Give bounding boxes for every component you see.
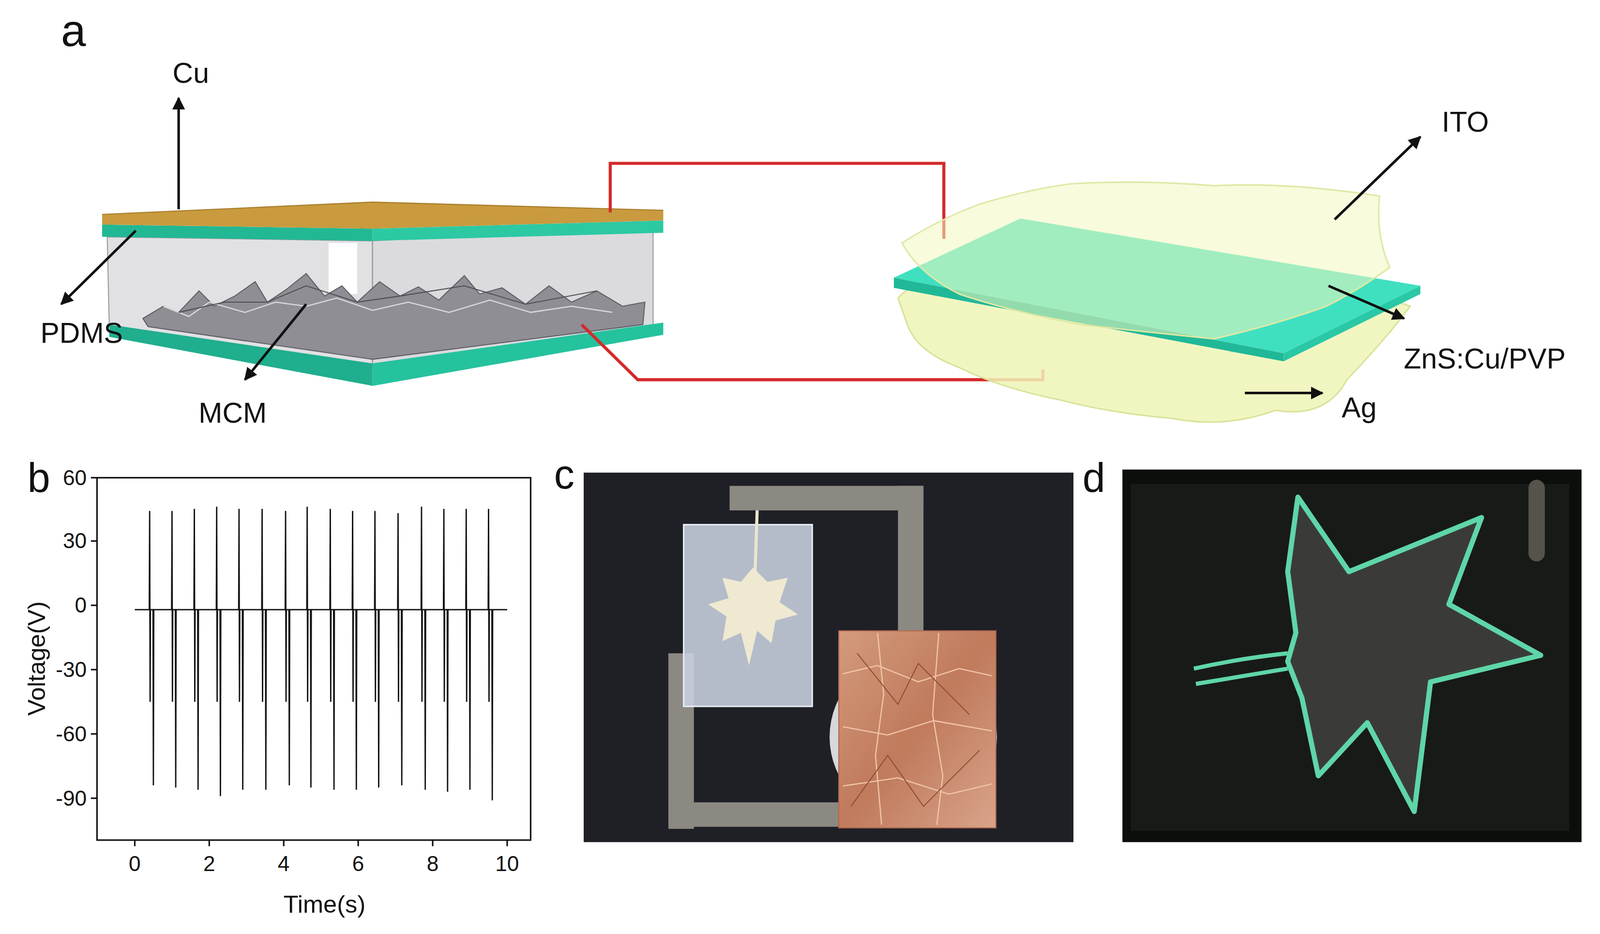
conductive-tape (729, 485, 924, 511)
tick (90, 732, 98, 735)
axis-title: Time(s) (283, 891, 366, 917)
crease (843, 720, 993, 735)
voltage-plot (90, 477, 531, 846)
tick-label: -30 (55, 658, 87, 680)
tick (283, 839, 285, 846)
tick (90, 540, 98, 542)
tick-label: 6 (352, 852, 365, 875)
leaf-stem (754, 510, 757, 572)
tick-label: 8 (426, 852, 439, 875)
el-device (893, 181, 1421, 423)
tick (506, 839, 508, 846)
voltage-trace (134, 506, 507, 801)
tick (357, 839, 360, 846)
photo-background (1122, 469, 1582, 842)
pdms-layer (372, 322, 664, 386)
leader-arrow (1328, 285, 1404, 318)
device-photo (583, 472, 1074, 842)
tick-label: -90 (55, 787, 87, 809)
panel-letter: c (554, 453, 575, 495)
tick (90, 476, 98, 479)
tick-label: 2 (203, 852, 216, 875)
foil-creases (843, 632, 993, 825)
tick-label: 0 (75, 594, 88, 616)
tick (134, 839, 136, 846)
tick-label: 0 (128, 852, 141, 875)
glow-stem (1193, 652, 1288, 669)
leader-arrows (61, 97, 1421, 393)
panel-letter: b (27, 457, 51, 499)
wire-end (1528, 479, 1545, 562)
luminescence-photo (1122, 469, 1582, 842)
conductive-tape (897, 485, 924, 639)
glass-slide (683, 524, 813, 707)
wire (610, 163, 944, 239)
el-leaf (708, 567, 799, 665)
tick-label: 4 (277, 852, 290, 875)
part-label: ZnS:Cu/PVP (1403, 345, 1566, 374)
photo-background (583, 472, 1074, 842)
part-label: MCM (198, 398, 267, 428)
part-label: ITO (1441, 107, 1489, 137)
axis-title: Voltage(V) (24, 601, 50, 716)
crease (843, 665, 993, 682)
device-area (1130, 483, 1570, 831)
glow-stem (1195, 668, 1288, 684)
crease (857, 652, 970, 714)
tick-label: 60 (62, 467, 87, 489)
leader-arrow (61, 230, 136, 304)
part-label: Cu (172, 59, 210, 88)
crease (875, 632, 884, 825)
mcm-texture (178, 285, 597, 313)
tick (90, 604, 98, 606)
crease (850, 750, 980, 807)
axis-ticks (90, 477, 508, 846)
teng-device (102, 201, 664, 386)
panel-letter: a (60, 8, 87, 54)
leader-arrow (1244, 391, 1323, 394)
foil-creases (850, 652, 980, 806)
part-label: PDMS (40, 319, 123, 348)
panel-letter: d (1082, 457, 1106, 499)
pdms-layer (109, 324, 373, 386)
tick-label: 30 (62, 529, 87, 552)
tick-label: -60 (55, 723, 87, 745)
cu-edge (102, 201, 664, 214)
tick (208, 839, 211, 846)
copper-foil (838, 630, 997, 828)
tick (431, 839, 434, 846)
leader-arrow (1334, 136, 1421, 220)
tick (90, 668, 98, 670)
leader-arrow (244, 303, 306, 380)
tick (90, 797, 98, 799)
cu-layer (102, 201, 664, 229)
ito-layer (902, 181, 1390, 339)
plot-frame (96, 477, 531, 840)
tick-label: 10 (495, 852, 519, 875)
leader-arrow (177, 97, 180, 210)
glowing-leaf (1287, 497, 1541, 812)
part-label: Ag (1341, 393, 1377, 423)
